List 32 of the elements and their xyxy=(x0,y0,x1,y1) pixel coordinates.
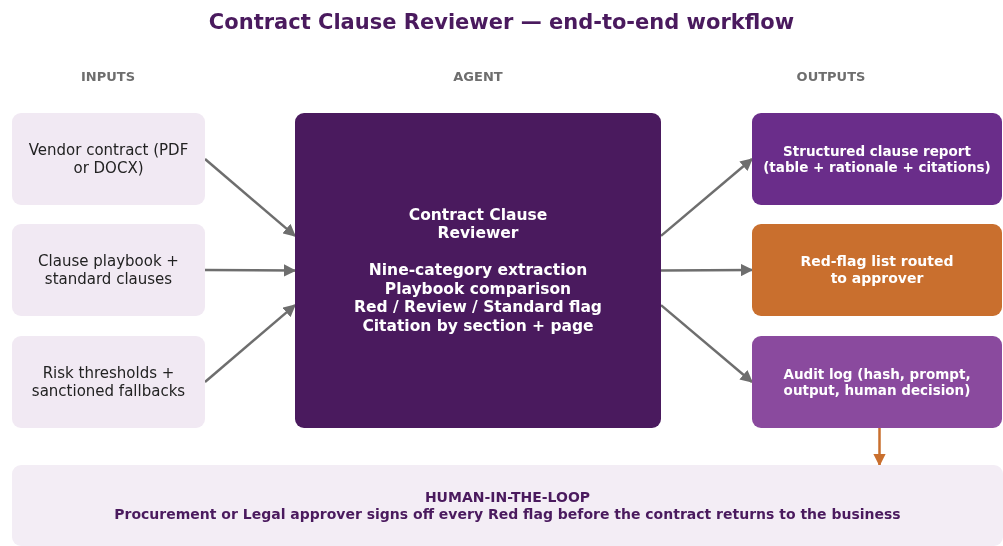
column-heading: INPUTS xyxy=(80,69,136,84)
step-text: Red / Review / Standard flag xyxy=(354,298,602,317)
arrow xyxy=(660,158,753,237)
input-box xyxy=(12,224,205,316)
box-text: Risk thresholds + sanctioned fallbacks xyxy=(30,364,187,400)
agent-box xyxy=(295,113,661,428)
box-text: Structured clause report (table + rationale + citations) xyxy=(762,142,992,176)
box-text: Clause playbook + standard clauses xyxy=(37,252,180,288)
step-text: Playbook comparison xyxy=(384,279,572,299)
box-text: Audit log (hash, prompt, output, human decision) xyxy=(782,365,972,399)
arrow xyxy=(873,428,886,467)
output-box xyxy=(752,336,1002,428)
box-text: Red-flag list routed to approver xyxy=(799,253,955,287)
step-text: Nine-category extraction xyxy=(368,260,588,280)
arrow xyxy=(660,304,753,383)
box-text: Contract Clause Reviewer xyxy=(407,205,549,243)
step-text: Citation by section + page xyxy=(362,316,594,336)
arrow xyxy=(205,264,297,277)
column-heading: OUTPUTS xyxy=(795,69,867,84)
column-heading: AGENT xyxy=(452,69,504,84)
arrow xyxy=(204,158,296,237)
arrow xyxy=(204,304,296,383)
box-text: Procurement or Legal approver signs off every Red flag before the contract returns to the business xyxy=(114,505,901,523)
diagram-title: Contract Clause Reviewer — end-to-end workflow xyxy=(207,10,796,34)
output-box xyxy=(752,224,1002,316)
human-review-box xyxy=(12,465,1003,546)
output-box xyxy=(752,113,1002,205)
input-box xyxy=(12,336,205,428)
input-box xyxy=(12,113,205,205)
arrow xyxy=(661,263,754,277)
box-heading: HUMAN-IN-THE-LOOP xyxy=(424,488,591,506)
box-text: Vendor contract (PDF or DOCX) xyxy=(27,141,190,177)
